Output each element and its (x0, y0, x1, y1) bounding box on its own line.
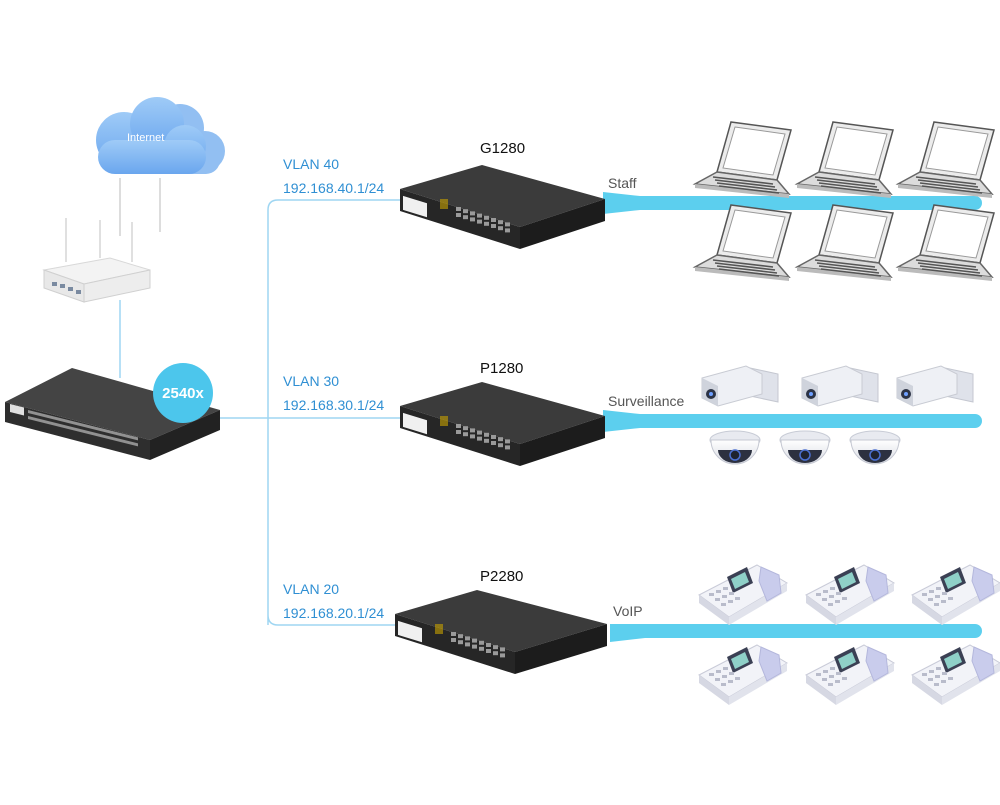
ip-phone-icon (805, 564, 895, 625)
ip-phone-icon (911, 564, 1000, 625)
ip-phone-icon (805, 644, 895, 705)
switch-p1280-icon (400, 382, 605, 466)
vlan-20-label: VLAN 20 (283, 581, 340, 597)
segment-surveillance-label: Surveillance (608, 393, 685, 409)
switch-p2280-label: P2280 (480, 568, 524, 585)
switch-p1280-label: P1280 (480, 360, 524, 377)
laptop-icon (895, 121, 995, 198)
bullet-camera-icon (801, 365, 879, 407)
dome-camera-icon (779, 430, 831, 465)
surveillance-link-bar (603, 410, 982, 432)
bullet-camera-icon (701, 365, 779, 407)
ip-phone-icon (698, 644, 788, 705)
switch-p2280-icon (395, 590, 607, 674)
router-icon (42, 178, 161, 303)
voip-link-bar (610, 624, 982, 642)
bullet-camera-icon (896, 365, 974, 407)
staff-link-bar (603, 192, 982, 214)
internet-cloud-icon (96, 97, 225, 174)
ip-phone-icon (698, 564, 788, 625)
laptop-icon (794, 121, 894, 198)
internet-label: Internet (127, 132, 165, 144)
dome-camera-icon (849, 430, 901, 465)
laptop-icon (692, 204, 792, 281)
vlan-40-subnet: 192.168.40.1/24 (283, 180, 385, 196)
laptop-icon (895, 204, 995, 281)
laptop-icon (692, 121, 792, 198)
vlan-20-subnet: 192.168.20.1/24 (283, 605, 385, 621)
core-switch-badge: 2540x (153, 363, 213, 423)
vlan-30-subnet: 192.168.30.1/24 (283, 397, 385, 413)
dome-camera-icon (709, 430, 761, 465)
switch-g1280-label: G1280 (480, 140, 526, 157)
core-switch-icon (5, 368, 220, 460)
laptop-icon (794, 204, 894, 281)
segment-voip-label: VoIP (613, 603, 643, 619)
vlan-trunk-lines (212, 199, 402, 626)
vlan-40-label: VLAN 40 (283, 156, 340, 172)
segment-staff-label: Staff (608, 175, 637, 191)
vlan-30-label: VLAN 30 (283, 373, 340, 389)
ip-phone-icon (911, 644, 1000, 705)
switch-g1280-icon (400, 165, 605, 249)
